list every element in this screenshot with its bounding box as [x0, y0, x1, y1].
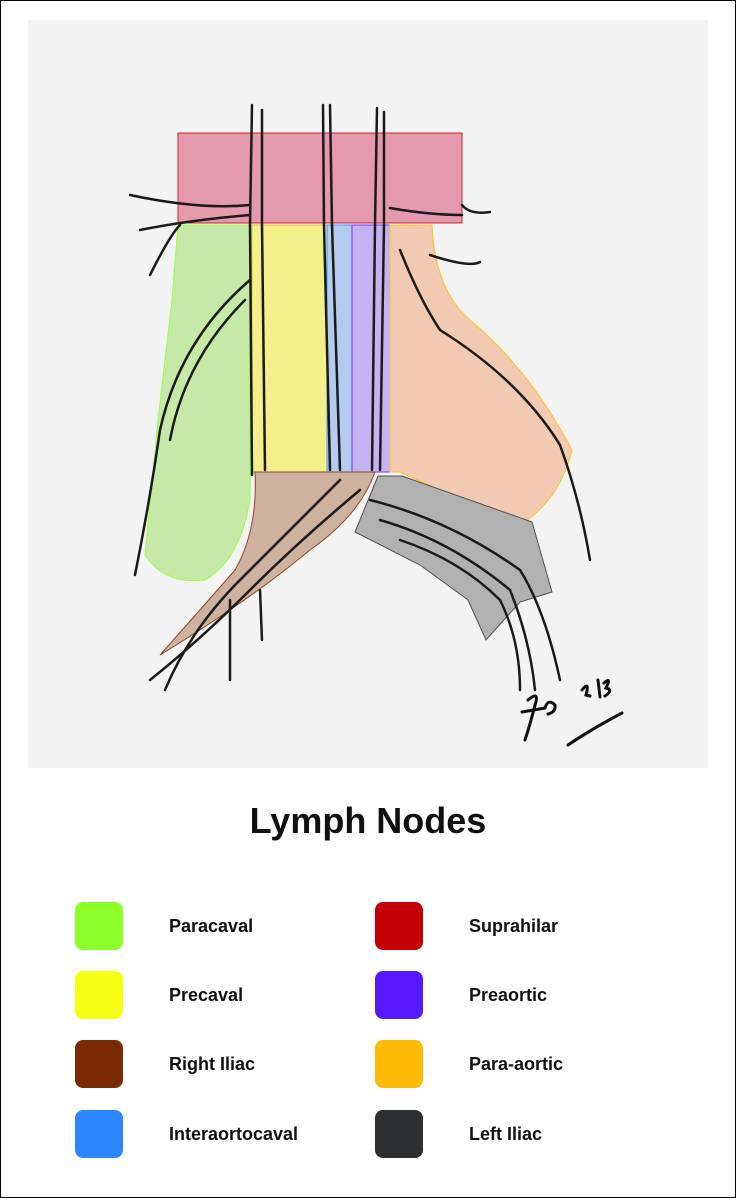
legend-label: Left Iliac	[469, 1123, 543, 1144]
suprahilar-region	[177, 132, 463, 224]
legend-label: Suprahilar	[469, 915, 559, 936]
legend-title: Lymph Nodes	[249, 800, 487, 841]
para-aortic-swatch	[375, 1040, 423, 1088]
paracaval-region	[144, 224, 251, 582]
left-iliac-swatch	[375, 1110, 423, 1158]
legend-item-suprahilar: Suprahilar	[375, 902, 558, 950]
precaval-swatch	[75, 971, 123, 1019]
legend-item-left-iliac: Left Iliac	[375, 1110, 542, 1158]
lymph-node-diagram	[28, 20, 708, 768]
signature	[520, 678, 624, 747]
legend-item-right-iliac: Right Iliac	[75, 1040, 255, 1088]
suprahilar-swatch	[375, 902, 423, 950]
legend-item-preaortic: Preaortic	[375, 971, 547, 1019]
legend-item-paracaval: Paracaval	[75, 902, 253, 950]
legend-item-interaortocaval: Interaortocaval	[75, 1110, 298, 1158]
right-iliac-swatch	[75, 1040, 123, 1088]
legend-item-para-aortic: Para-aortic	[375, 1040, 563, 1088]
vessel-sketch-lines	[128, 103, 592, 692]
paracaval-swatch	[75, 902, 123, 950]
legend-label: Para-aortic	[469, 1053, 564, 1074]
interaortocaval-swatch	[75, 1110, 123, 1158]
legend-label: Precaval	[169, 984, 244, 1005]
legend-label: Paracaval	[169, 915, 254, 936]
legend-label: Preaortic	[469, 984, 548, 1005]
legend-item-precaval: Precaval	[75, 971, 243, 1019]
preaortic-swatch	[375, 971, 423, 1019]
left-iliac-region	[354, 475, 553, 641]
legend-label: Right Iliac	[169, 1053, 256, 1074]
legend-label: Interaortocaval	[169, 1123, 299, 1144]
